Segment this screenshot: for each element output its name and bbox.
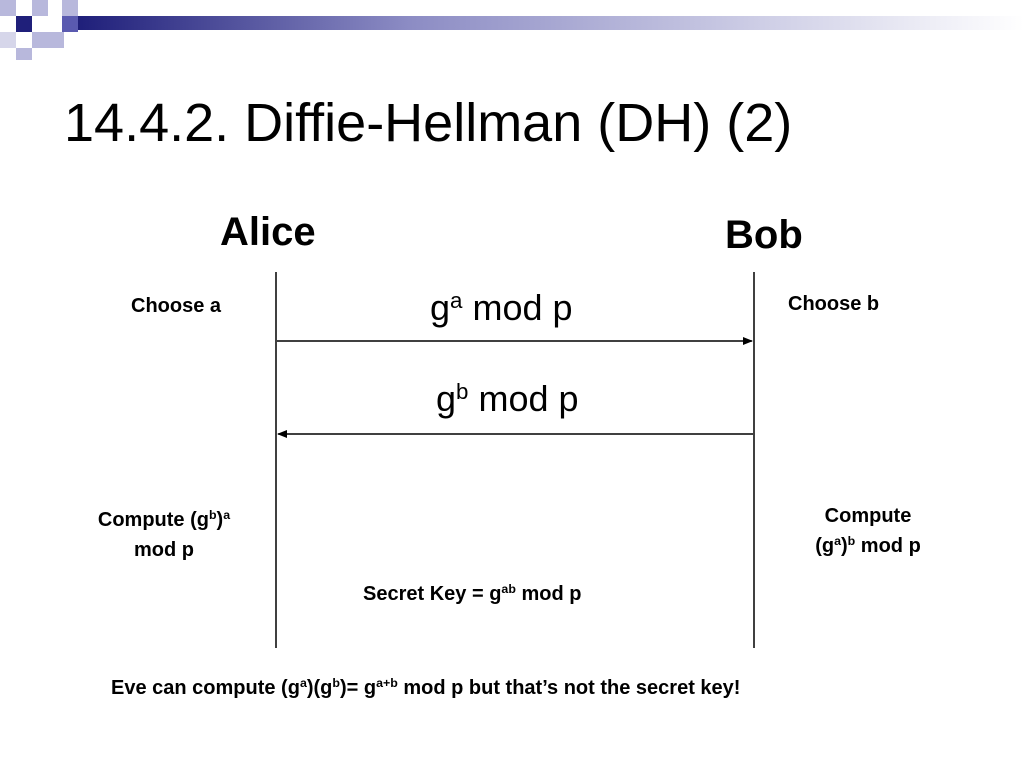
message-to-bob: ga mod p [430,287,573,328]
deco-square [0,0,16,16]
bob-choose-label: Choose b [788,293,880,315]
alice-compute-paren: ) [216,509,224,531]
deco-square [32,32,48,48]
bob-label: Bob [725,213,803,257]
alice-compute-prefix: Compute (g [97,509,209,531]
eve-note-exp-sum: a+b [376,676,398,691]
alice-choose-label: Choose a [131,295,222,317]
slide-title: 14.4.2. Diffie-Hellman (DH) (2) [64,93,793,153]
message-to-alice-suffix: mod p [468,378,579,419]
eve-note-part3: )= g [339,677,377,699]
secret-key-suffix: mod p [515,583,582,605]
deco-square [48,16,64,32]
secret-key-exponent: ab [501,582,516,597]
message-to-bob-base: g [430,287,451,328]
bob-compute-prefix: (g [815,535,835,557]
eve-note-part2: )(g [306,677,333,699]
header-decoration [0,0,1024,60]
deco-square [62,0,78,16]
bob-compute-exp-b: b [847,534,856,549]
deco-square [16,16,32,32]
bob-compute-paren: ) [841,535,848,557]
alice-compute-line1: Compute (gb)a [66,505,262,535]
message-to-alice: gb mod p [436,378,579,419]
bob-compute-exp-a: a [834,534,841,549]
secret-key-label: Secret Key = gab mod p [363,579,581,609]
bob-compute-label: Compute (ga)b mod p [768,501,968,561]
alice-compute-line2: mod p [134,539,194,561]
eve-note-exp-b: b [332,676,340,691]
message-to-bob-suffix: mod p [462,287,573,328]
message-to-alice-base: g [436,378,457,419]
bob-compute-line1: Compute [824,505,912,527]
eve-note: Eve can compute (ga)(gb)= ga+b mod p but… [111,673,740,703]
deco-square [62,16,78,32]
header-gradient-bar [78,16,1024,30]
deco-square [0,32,16,48]
alice-compute-exp-b: b [208,508,217,523]
eve-note-part4: mod p but that’s not the secret key! [397,677,741,699]
deco-square [32,0,48,16]
alice-label: Alice [220,210,316,254]
message-to-alice-exponent: b [456,378,469,404]
deco-square [16,48,32,60]
alice-compute-exp-a: a [223,508,231,523]
eve-note-part1: Eve can compute (g [111,677,300,699]
bob-compute-suffix: mod p [855,535,921,557]
deco-square [48,32,64,48]
eve-note-exp-a: a [299,676,307,691]
alice-compute-label: Compute (gb)a mod p [66,505,262,565]
message-to-bob-exponent: a [450,287,463,313]
secret-key-prefix: Secret Key = g [363,583,502,605]
bob-compute-line2: (ga)b mod p [768,531,968,561]
